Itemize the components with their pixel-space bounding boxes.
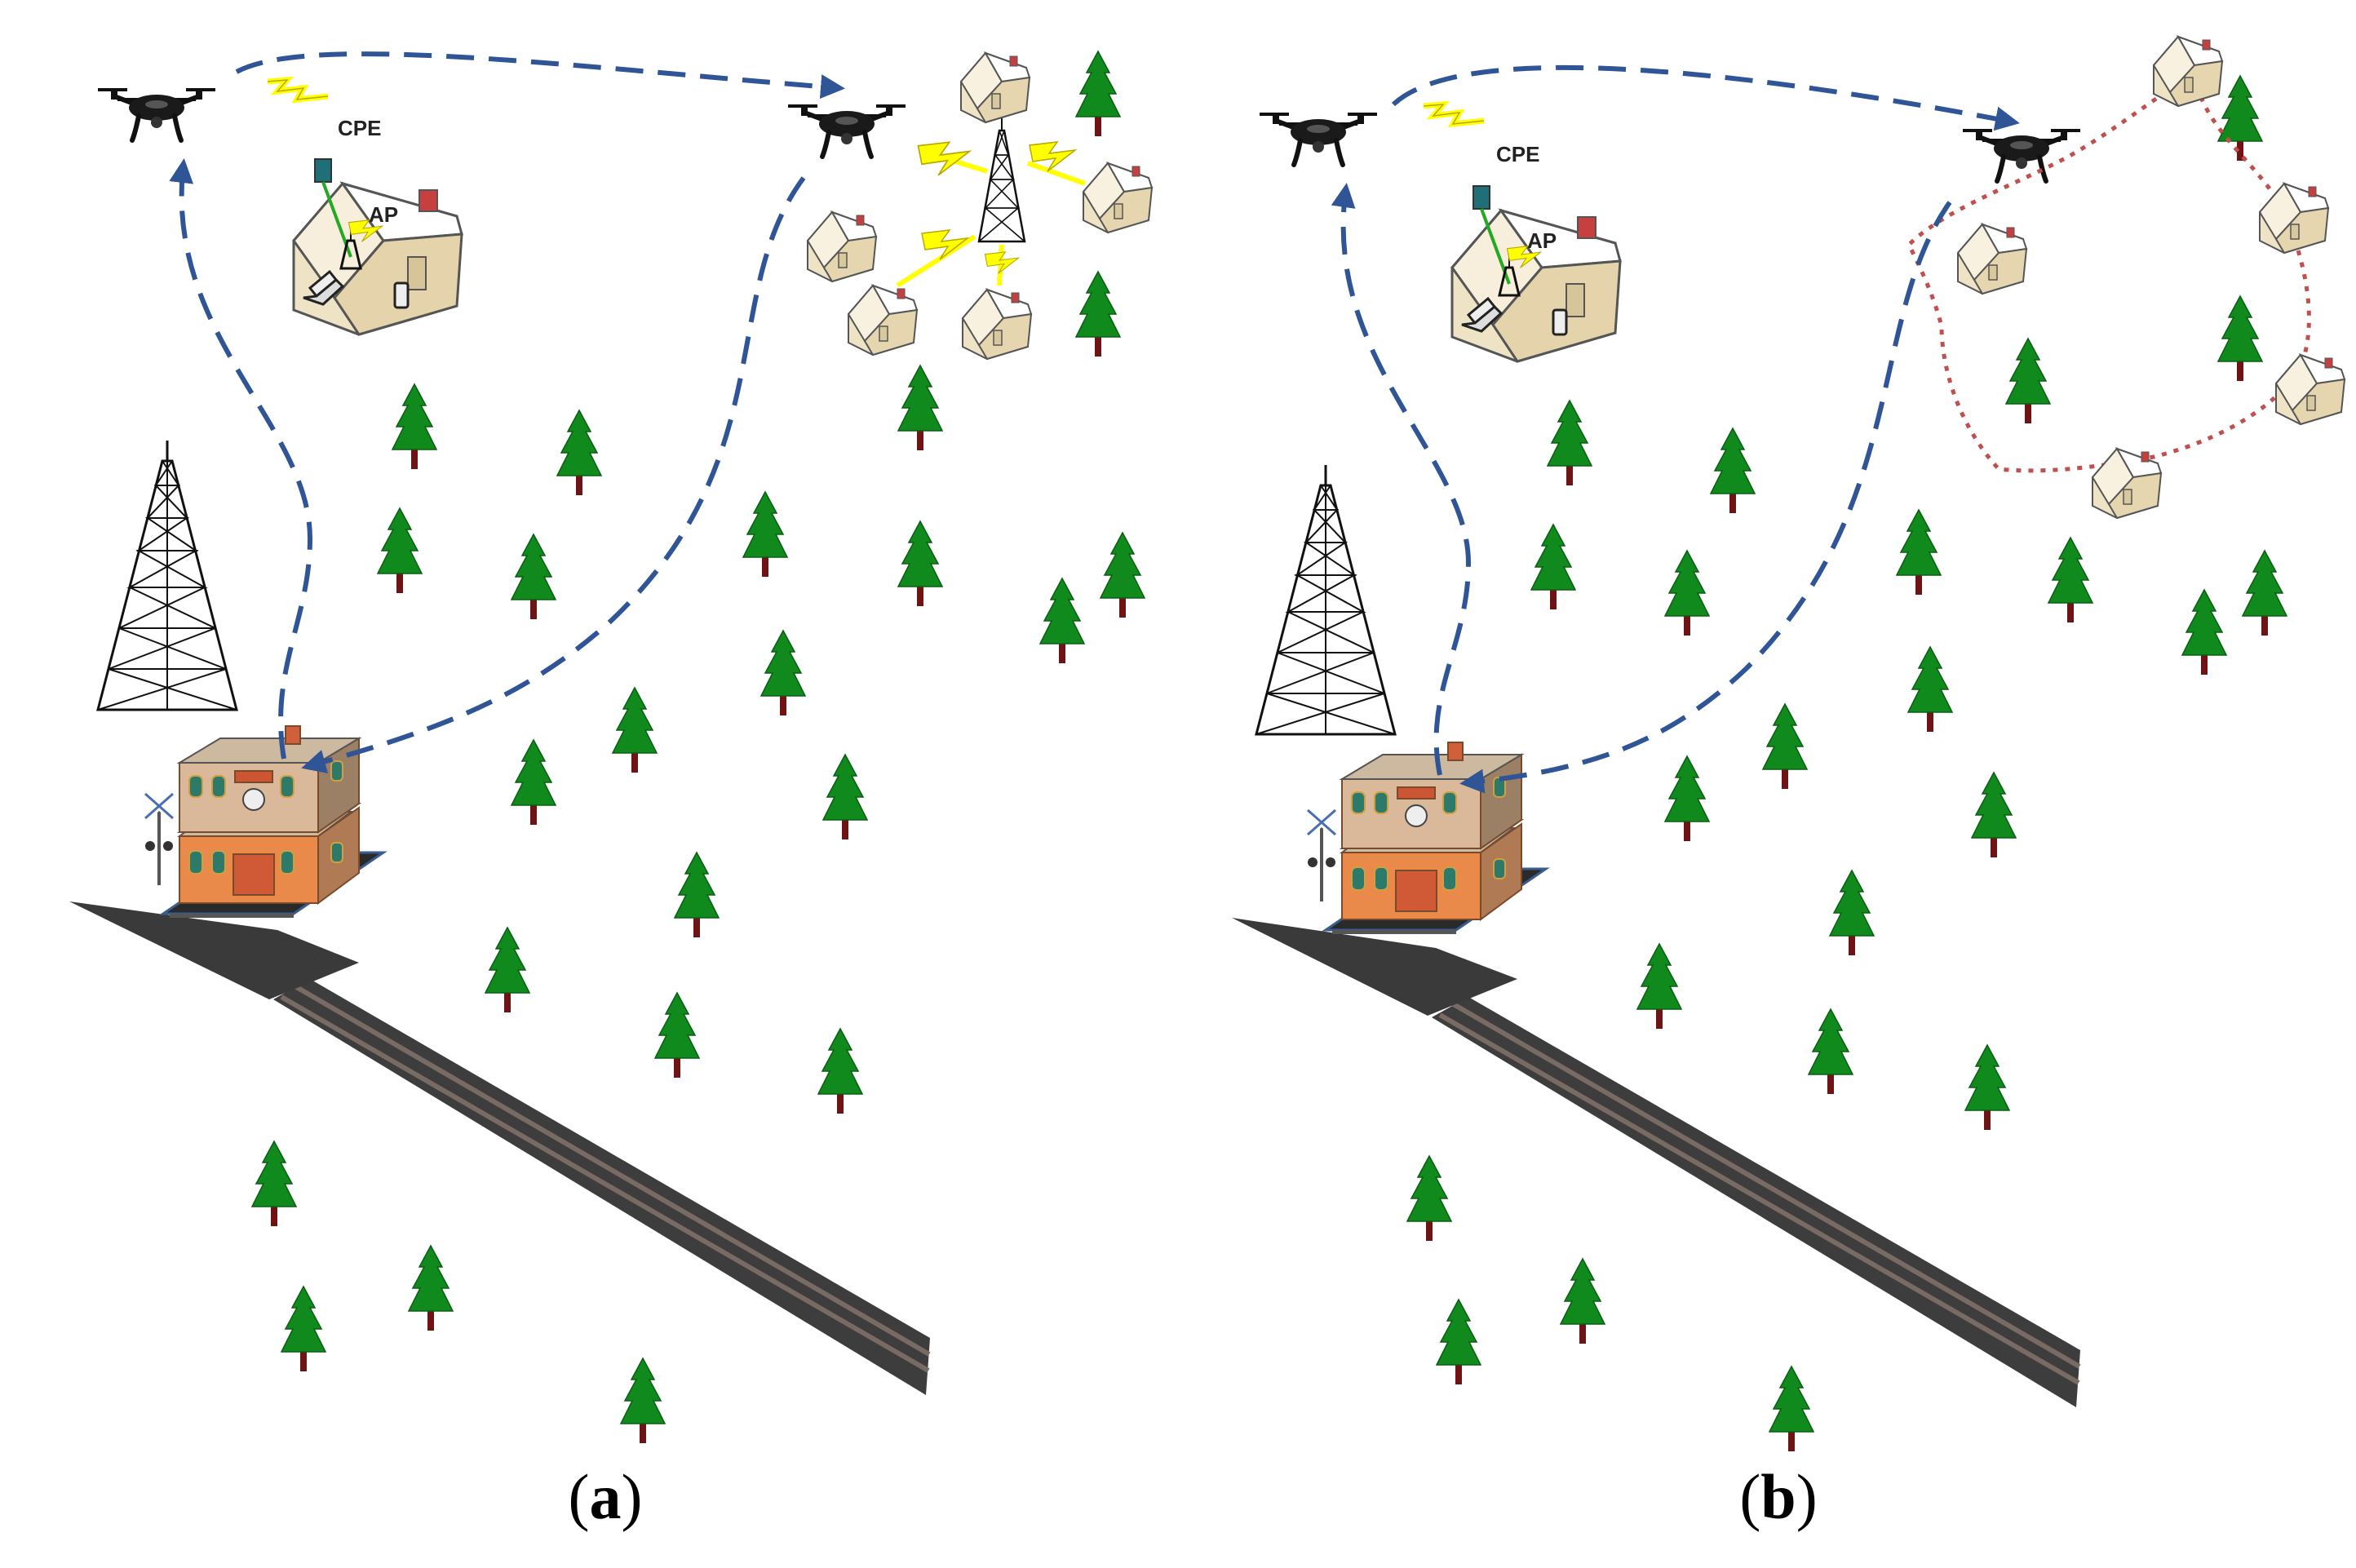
panel-a: CPE AP (69, 51, 1153, 1444)
drone-icon (1260, 114, 1377, 165)
railway-track-icon (69, 901, 931, 1395)
caption-paren-close: ) (1796, 1461, 1818, 1532)
house-icon (1083, 162, 1153, 233)
caption-letter: a (589, 1461, 622, 1532)
panel-b-caption: (b) (1681, 1460, 1876, 1534)
caption-paren-open: ( (1739, 1461, 1761, 1532)
flight-path (169, 158, 313, 760)
house-icon (962, 289, 1032, 360)
ap-label: AP (1527, 228, 1557, 253)
house-icon (848, 285, 918, 356)
flight-path (1459, 201, 1952, 794)
panel-a-caption: (a) (507, 1460, 703, 1534)
lightning-icon (917, 141, 971, 176)
drone-icon (1963, 131, 2080, 181)
house-icon (960, 52, 1030, 123)
flight-path (235, 51, 845, 100)
caption-paren-open: ( (568, 1461, 590, 1532)
house-icon (2153, 36, 2223, 107)
cpe-label: CPE (338, 116, 381, 140)
caption-letter: b (1760, 1461, 1796, 1532)
railway-track-icon (1232, 918, 2081, 1407)
flight-path (1391, 64, 2020, 131)
mesh-link (1906, 71, 2311, 473)
flight-path (301, 176, 806, 774)
station-icon (1308, 742, 1546, 934)
mesh-village-cluster (1906, 36, 2345, 519)
village-cluster (807, 52, 1153, 360)
tower-icon (977, 114, 1026, 243)
wireless-link (1423, 100, 1485, 128)
subscriber-house-icon (1450, 184, 1622, 363)
house-icon (2259, 183, 2329, 254)
flight-path (1331, 183, 1472, 776)
ap-label: AP (369, 202, 398, 227)
cpe-label: CPE (1496, 142, 1539, 166)
lightning-icon (984, 251, 1020, 274)
wireless-link (267, 76, 329, 104)
house-icon (2275, 354, 2345, 425)
drone-icon (98, 90, 215, 140)
drone-icon (788, 106, 906, 157)
tower-icon (96, 439, 238, 711)
tower-icon (1255, 463, 1397, 736)
house-icon (1957, 224, 2027, 295)
house-icon (807, 211, 877, 282)
panel-b: CPE AP (1232, 36, 2345, 1452)
caption-paren-close: ) (621, 1461, 643, 1532)
subscriber-house-icon (292, 157, 463, 336)
